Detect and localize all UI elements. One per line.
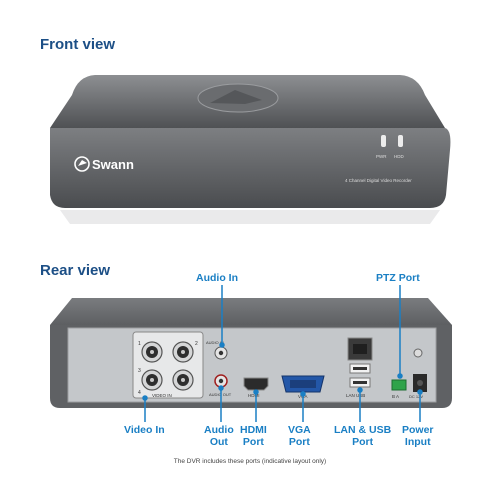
front-face <box>50 128 451 208</box>
callout-audio-out-line1: Audio <box>204 424 234 436</box>
bnc-connector <box>141 369 163 391</box>
callout-hdmi-port: HDMI Port <box>240 424 267 448</box>
callout-vga-port: VGA Port <box>288 424 311 448</box>
callout-hdmi-port-line1: HDMI <box>240 424 267 436</box>
ptz-terminal <box>391 379 407 391</box>
bnc-number-4: 4 <box>138 390 141 396</box>
callout-audio-out: Audio Out <box>204 424 234 448</box>
front-model-text: 4 Channel Digital Video Recorder <box>345 178 412 183</box>
callout-audio-out-line2: Out <box>209 436 228 448</box>
front-dvr-illustration: Swann PWR HDD 4 Channel Digital Video Re… <box>50 75 451 224</box>
pwr-led-label: PWR <box>376 154 387 159</box>
ground-screw-icon <box>413 348 423 358</box>
callout-hdmi-port-line2: Port <box>242 436 264 448</box>
bnc-connector <box>141 341 163 363</box>
bnc-number-2: 2 <box>195 341 198 347</box>
callout-vga-port-line1: VGA <box>288 424 311 436</box>
footer-caption: The DVR includes these ports (indicative… <box>173 458 327 465</box>
dc-marking: DC 12V <box>409 394 423 399</box>
callout-lines <box>142 285 423 422</box>
bnc-connector <box>172 369 194 391</box>
bnc-block <box>132 331 204 399</box>
bnc-number-1: 1 <box>138 341 141 347</box>
callout-lan-usb-port-line1: LAN & USB <box>334 424 392 436</box>
bnc-number-3: 3 <box>138 368 141 374</box>
pwr-led <box>381 135 386 147</box>
callout-audio-in: Audio In <box>196 272 238 284</box>
callout-lan-usb-port-line2: Port <box>352 436 374 448</box>
ptz-marking: B A <box>392 394 399 399</box>
hdmi-port <box>243 377 269 391</box>
callout-ptz-port: PTZ Port <box>376 272 420 284</box>
hdd-led <box>398 135 403 147</box>
front-brand: Swann <box>92 157 134 172</box>
rear-view-heading: Rear view <box>40 262 111 279</box>
callout-power-input: Power Input <box>402 424 434 448</box>
callout-lan-usb-port: LAN & USB Port <box>334 424 391 448</box>
rear-top-surface <box>50 298 452 325</box>
swann-logo-icon <box>74 156 90 172</box>
front-reflection <box>60 210 440 224</box>
callout-power-input-line1: Power <box>402 424 434 436</box>
callout-video-in: Video In <box>124 424 165 436</box>
callout-vga-port-line2: Port <box>288 436 310 448</box>
hdd-led-label: HDD <box>394 154 404 159</box>
front-view-heading: Front view <box>40 36 116 53</box>
bnc-connector <box>172 341 194 363</box>
audio-in-marking: AUDIO IN <box>206 340 224 345</box>
callout-power-input-line2: Input <box>404 436 431 448</box>
lan-usb-marking: LAN USB <box>346 393 365 398</box>
rear-panel <box>67 327 437 403</box>
video-in-marking: VIDEO IN <box>152 393 172 398</box>
hdmi-marking: HDMI <box>248 393 260 398</box>
